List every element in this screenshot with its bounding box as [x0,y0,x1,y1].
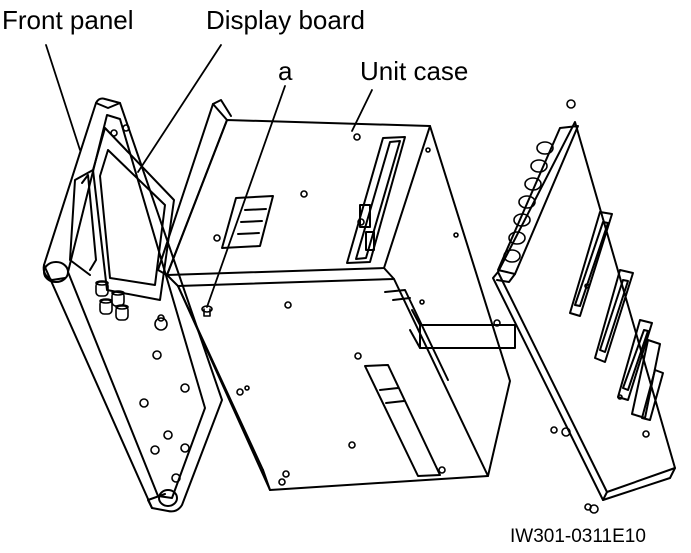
rear-terminal-board [492,99,676,514]
leader-unit-case [351,89,373,132]
leader-display-board [137,44,222,173]
unit-case-label: Unit case [360,56,469,86]
leader-front-panel [45,44,81,151]
leader-screw-a [206,85,286,308]
leader-lines [45,44,373,308]
front-panel-label: Front panel [2,5,134,35]
display-board-label: Display board [206,5,365,35]
screw-a-label: a [278,56,293,86]
display-board [69,127,175,321]
unit-case [157,99,516,491]
figure-code: IW301-0311E10 [510,526,646,547]
front-panel [42,97,223,513]
